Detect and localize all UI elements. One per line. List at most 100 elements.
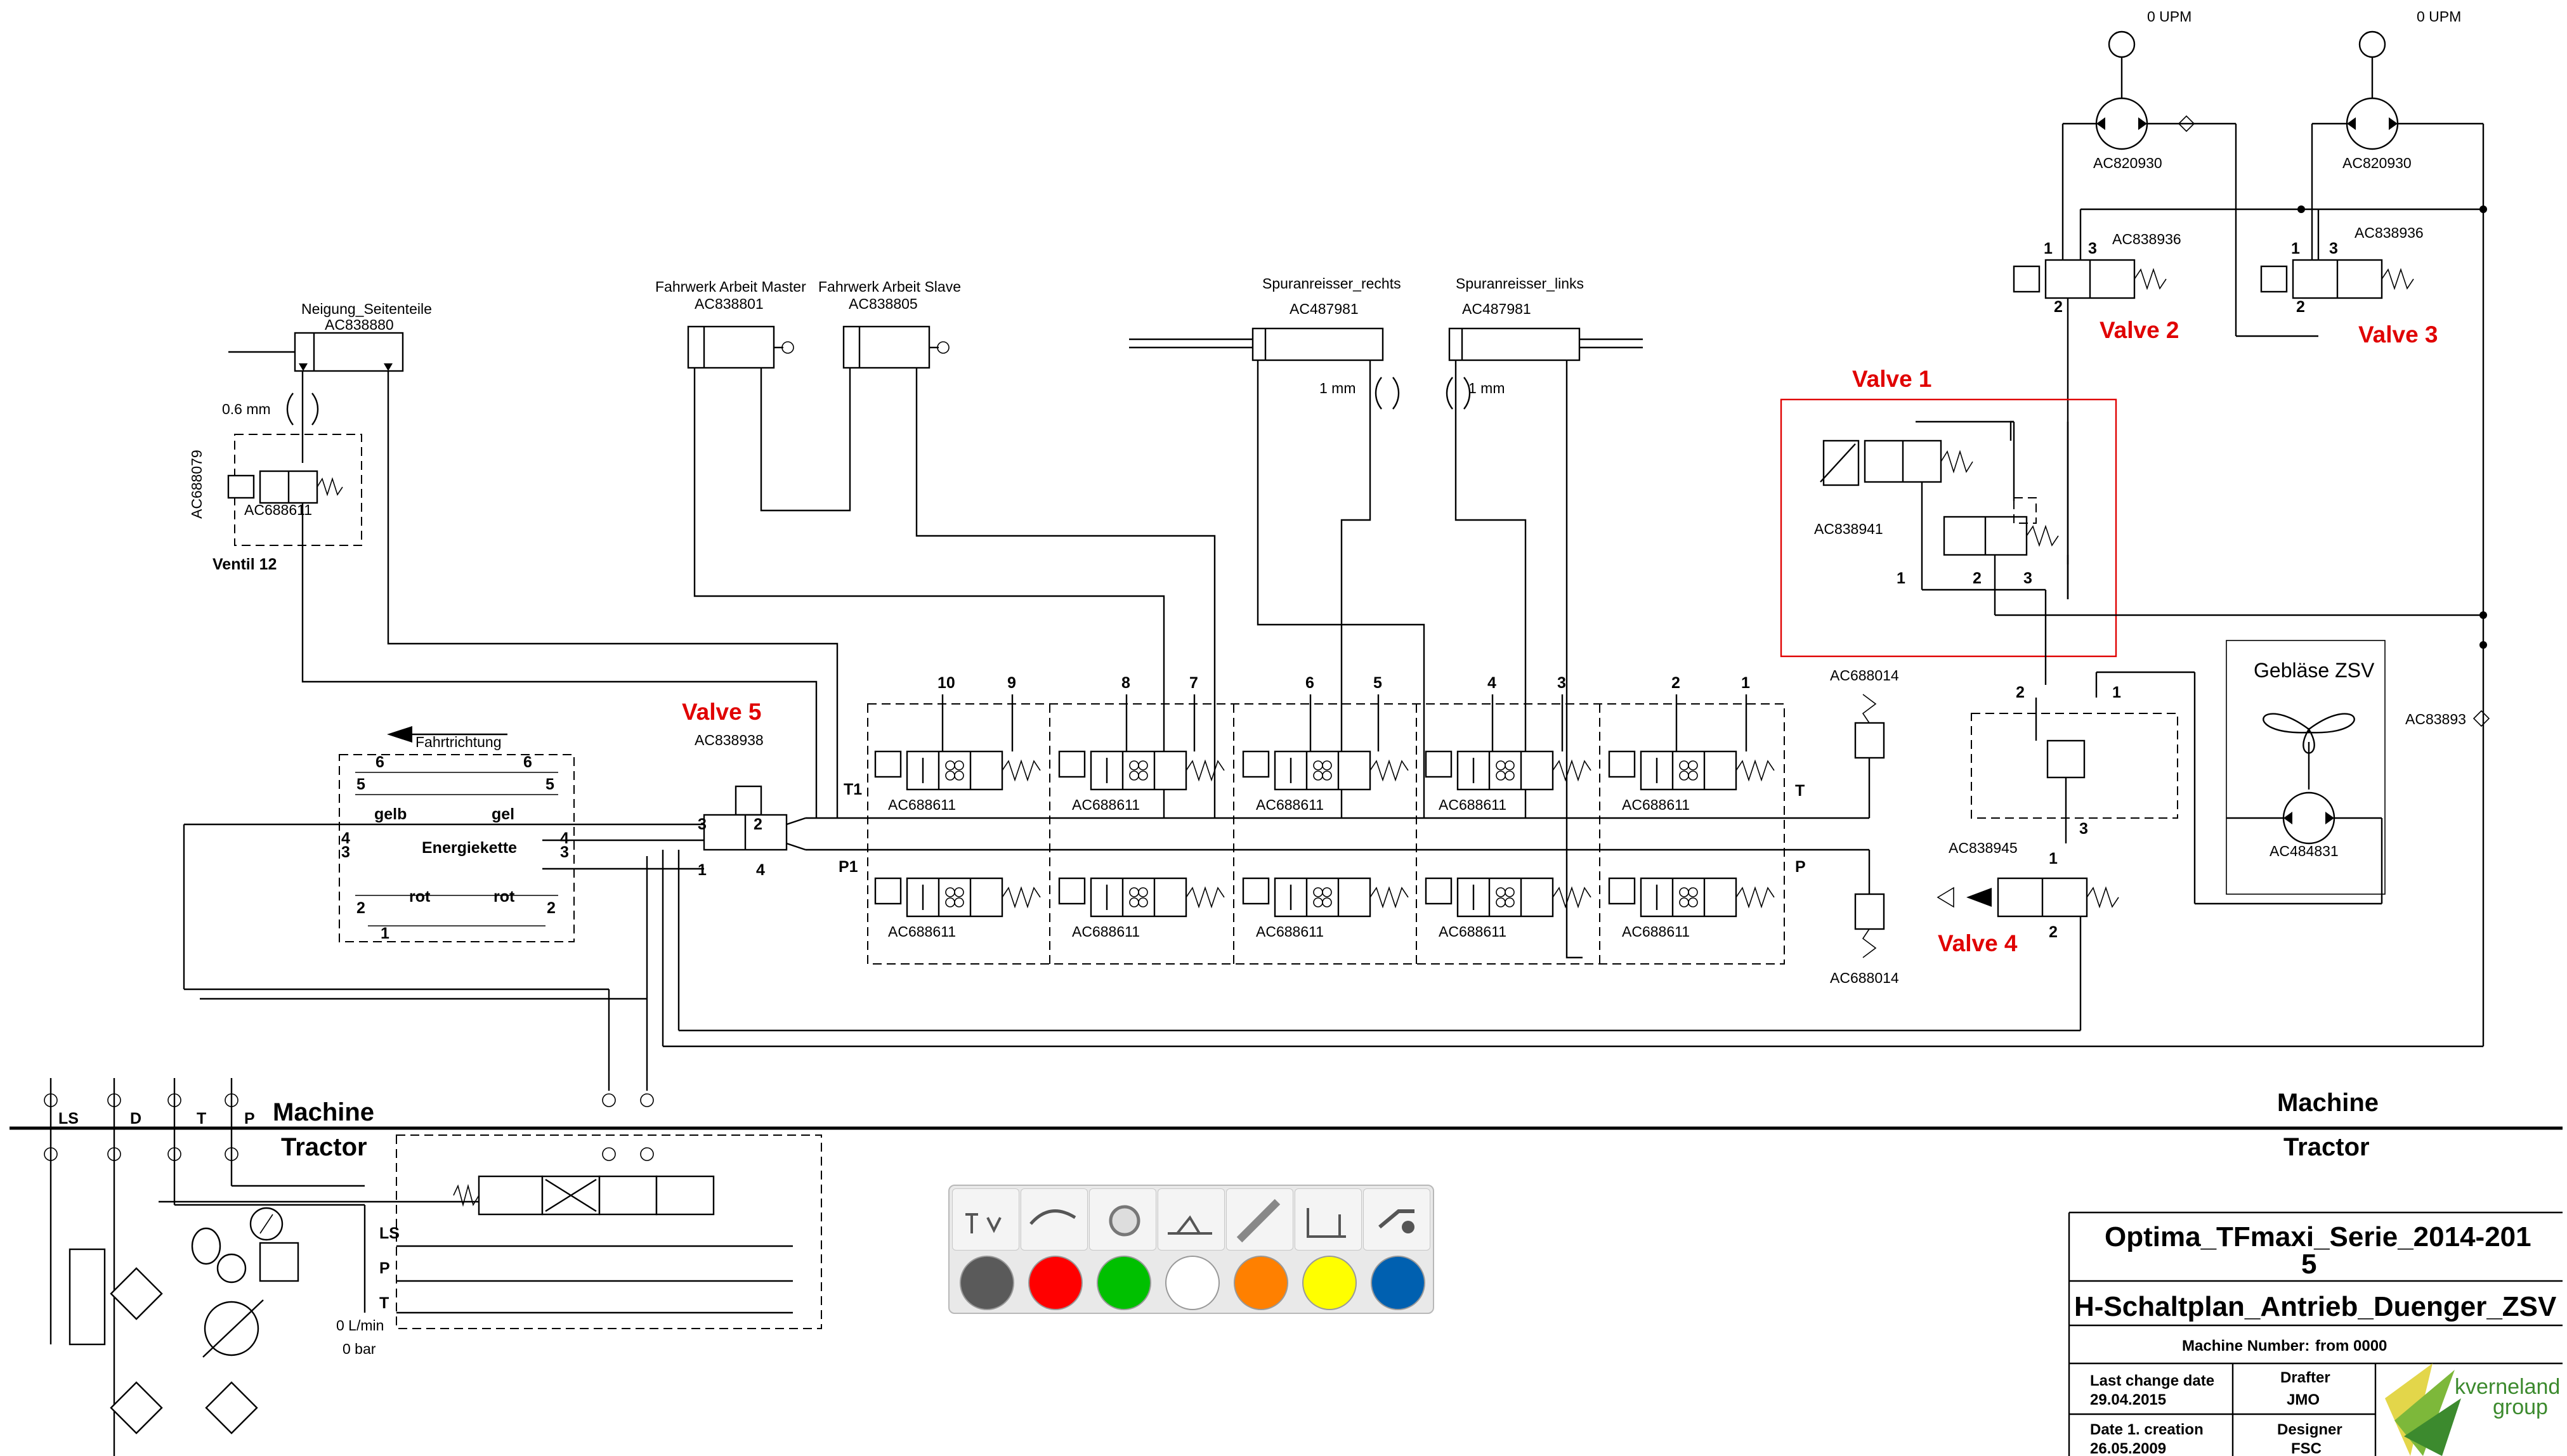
machine-number-value: from 0000 [2315,1337,2387,1355]
motor-symbol-1 [2095,97,2148,150]
svg-text:2: 2 [2296,298,2305,316]
energy-chain-label: Energiekette [422,839,517,857]
valve-section-part: AC688611 [1072,796,1140,813]
last-change-label: Last change date [2090,1372,2214,1389]
motor-part-1: AC820930 [2093,155,2162,171]
color-swatch[interactable] [1371,1256,1425,1310]
valve-1-part: AC838941 [1814,521,1883,537]
valve-section-part: AC688611 [1622,923,1690,940]
svg-text:2: 2 [754,816,762,833]
tractor-ls-label: LS [379,1225,400,1242]
wire-yellow-1: gelb [374,805,407,823]
color-swatch[interactable] [1028,1256,1083,1310]
bank-port-number: 1 [1741,674,1750,692]
creation-label: Date 1. creation [2090,1421,2204,1438]
chassis-master-cylinder [687,325,775,369]
drawing-name: H-Schaltplan_Antrieb_Duenger_ZSV [2074,1291,2557,1322]
cylinder-tilt-part: AC838880 [325,316,394,333]
arm-icon[interactable] [1021,1188,1088,1251]
svg-text:3: 3 [2329,240,2338,257]
bank-port-number: 9 [1007,674,1016,692]
valve-1-frame [1780,398,2117,658]
direction-label: Fahrtrichtung [415,734,502,750]
marker-icon[interactable] [1158,1188,1225,1251]
chassis-slave-cylinder [842,325,931,369]
tractor-valve-frame [396,1134,822,1329]
tools-icon[interactable] [952,1188,1019,1251]
svg-text:5: 5 [545,776,554,793]
bank-port-number: 5 [1373,674,1382,692]
restrictor-tilt: 0.6 mm [222,401,271,417]
bank-port-number: 7 [1189,674,1198,692]
color-swatch[interactable] [1165,1256,1220,1310]
svg-text:4: 4 [341,829,350,847]
port-p1: P1 [839,858,858,876]
project-name: Optima_TFmaxi_Serie_2014-201 [2105,1221,2531,1252]
machine-number-label: Machine Number: [2182,1337,2309,1355]
blower-motor-part: AC484831 [2270,843,2339,859]
designer-label: Designer [2277,1421,2342,1438]
title-block [2068,1211,2563,1456]
cylinder-tilt-label: Neigung_Seitenteile [301,301,432,317]
motor-part-2: AC820930 [2342,155,2412,171]
svg-text:3: 3 [2079,820,2088,838]
ventil-12-part: AC688611 [244,502,312,518]
port-p: P [1795,858,1806,876]
svg-text:2: 2 [2049,923,2058,941]
marker-right-cylinder [1251,327,1384,361]
drafter-label: Drafter [2280,1369,2330,1386]
speed-label-1: 0 UPM [2147,8,2191,25]
valve-3-part: AC838936 [2355,224,2424,241]
color-swatch[interactable] [1302,1256,1357,1310]
valve-bank-frame [867,703,1785,965]
coupling-ls: LS [58,1110,79,1128]
valve-4-part: AC838945 [1949,840,2018,856]
motor-symbol-2 [2346,97,2399,150]
svg-text:6: 6 [376,753,384,771]
coupling-t: T [197,1110,206,1128]
bank-port-number: 3 [1557,674,1566,692]
svg-text:1: 1 [698,861,707,879]
valve-2-title: Valve 2 [2100,317,2179,343]
svg-text:1: 1 [1897,569,1905,587]
tractor-label-right: Tractor [2283,1133,2370,1161]
valve-5-part: AC838938 [695,732,764,748]
color-swatch[interactable] [1097,1256,1151,1310]
shaft-icon-1 [2108,30,2136,58]
creation-value: 26.05.2009 [2090,1440,2166,1456]
chassis-slave-part: AC838805 [849,296,918,312]
tractor-pump-circuit [69,1207,299,1434]
conveyor-icon[interactable] [1226,1188,1293,1251]
sensor-part: AC83893 [2405,711,2466,727]
drafter-value: JMO [2287,1391,2320,1408]
color-swatch[interactable] [1234,1256,1288,1310]
svg-text:kverneland: kverneland [2455,1375,2560,1399]
tractor-control-valve [453,1175,715,1216]
valve-5-title: Valve 5 [682,699,762,725]
svg-text:group: group [2493,1395,2548,1419]
bank-port-number: 6 [1305,674,1314,692]
valve-2-part: AC838936 [2112,231,2181,247]
color-swatch[interactable] [960,1256,1014,1310]
svg-text:2: 2 [356,899,365,917]
valve-section-part: AC688611 [888,923,956,940]
coupling-p: P [244,1110,255,1128]
marker-left-label: Spuranreisser_links [1456,275,1584,292]
svg-text:1: 1 [381,925,389,942]
tractor-t-label: T [379,1294,389,1312]
machine-label-left: Machine [273,1098,374,1126]
valve-section-part: AC688611 [1072,923,1140,940]
svg-text:4: 4 [756,861,765,879]
ventil-12-part-vertical: AC688079 [188,450,205,519]
valve-4-symbol [1937,877,2119,918]
bank-port-number: 4 [1487,674,1496,692]
blower-icon[interactable] [1089,1188,1156,1251]
project-name-suffix: 5 [2301,1249,2316,1280]
energy-chain-frame [339,754,575,942]
ventil-12-title: Ventil 12 [212,556,277,573]
pressure-switch-top [1854,722,1885,759]
valve-5-symbol [703,785,788,851]
frame-icon[interactable] [1295,1188,1362,1251]
lift-icon[interactable] [1363,1188,1430,1251]
